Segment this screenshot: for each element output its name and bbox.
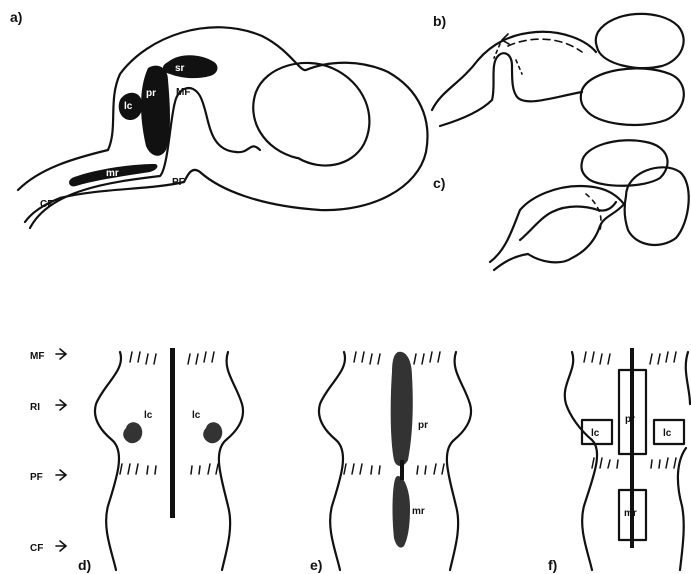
- region-pr: [141, 66, 170, 156]
- marker-pf-label: PF: [30, 472, 43, 483]
- panel-e-midline: [400, 460, 404, 480]
- panel-f-left-outline: [565, 352, 597, 570]
- region-lc-label: lc: [124, 101, 133, 112]
- panel-f-lc-right-label: lc: [663, 428, 672, 439]
- marker-cf-arrow-icon: [56, 541, 66, 551]
- panel-a-outer-outline: [18, 27, 427, 222]
- panel-d-hatch-pf: [120, 464, 218, 474]
- marker-ri-label: RI: [30, 402, 40, 413]
- panel-c-dashed-path: [586, 194, 601, 230]
- panel-b-vesicle-lower: [581, 68, 684, 125]
- panel-e-pr-column: [391, 352, 413, 466]
- panel-b-tube: [440, 53, 582, 126]
- panel-d-lc-left-blob: [123, 422, 142, 443]
- marker-mf-label: MF: [30, 351, 44, 362]
- marker-pf-arrow-icon: [56, 470, 66, 480]
- axis-markers: MF RI PF CF: [30, 349, 66, 554]
- panel-c-body-outer: [490, 186, 624, 270]
- fold-label-pf: PF: [172, 177, 185, 188]
- panel-a-label: a): [10, 9, 22, 25]
- panel-d: lc lc d): [78, 348, 243, 573]
- panel-f-mr-label: mr: [624, 508, 637, 519]
- panel-f-label: f): [548, 557, 557, 573]
- panel-d-midline: [170, 348, 175, 518]
- panel-a-vesicle: [253, 63, 369, 166]
- panel-f: lc lc pr mr f): [548, 348, 690, 573]
- panel-f-right-lower-outline: [678, 448, 686, 570]
- panel-d-label: d): [78, 557, 91, 573]
- panel-e-mr-column: [393, 476, 411, 548]
- panel-e-left-outline: [319, 352, 345, 570]
- panel-b: b): [432, 13, 684, 126]
- panel-b-dashed-path: [508, 39, 582, 52]
- panel-b-vesicle-upper: [596, 14, 684, 68]
- panel-e: pr mr e): [310, 352, 471, 573]
- panel-e-label: e): [310, 557, 322, 573]
- panel-c-vesicle-upper: [581, 140, 667, 186]
- panel-e-mr-label: mr: [412, 506, 425, 517]
- panel-d-lc-left-label: lc: [144, 410, 153, 421]
- fold-label-mf: MF: [176, 87, 190, 98]
- panel-a: a) sr pr lc mr MF PF CF: [10, 9, 427, 228]
- marker-ri-arrow-icon: [56, 400, 66, 410]
- panel-f-pr-label: pr: [625, 414, 635, 425]
- marker-mf-arrow-icon: [56, 349, 66, 359]
- panel-e-right-outline: [447, 352, 471, 570]
- region-sr-label: sr: [175, 63, 185, 74]
- panel-c-label: c): [433, 175, 445, 191]
- panel-e-hatch-pf: [344, 464, 444, 474]
- panel-e-pr-label: pr: [418, 420, 428, 431]
- panel-b-small-dashes: [494, 44, 522, 74]
- panel-d-left-outline: [95, 352, 121, 570]
- region-mr-label: mr: [106, 168, 119, 179]
- panel-d-lc-right-label: lc: [192, 410, 201, 421]
- region-pr-label: pr: [146, 88, 156, 99]
- region-sr: [163, 55, 218, 78]
- panel-b-label: b): [433, 13, 446, 29]
- panel-c: c): [433, 140, 689, 270]
- fold-label-cf: CF: [40, 199, 53, 210]
- panel-f-lc-left-label: lc: [591, 428, 600, 439]
- panel-c-body-inner: [520, 202, 616, 240]
- panel-f-right-outline: [686, 352, 690, 404]
- marker-cf-label: CF: [30, 543, 43, 554]
- panel-d-right-outline: [219, 352, 243, 570]
- panel-d-lc-right-blob: [203, 422, 222, 443]
- panel-f-pr-core: [630, 374, 634, 450]
